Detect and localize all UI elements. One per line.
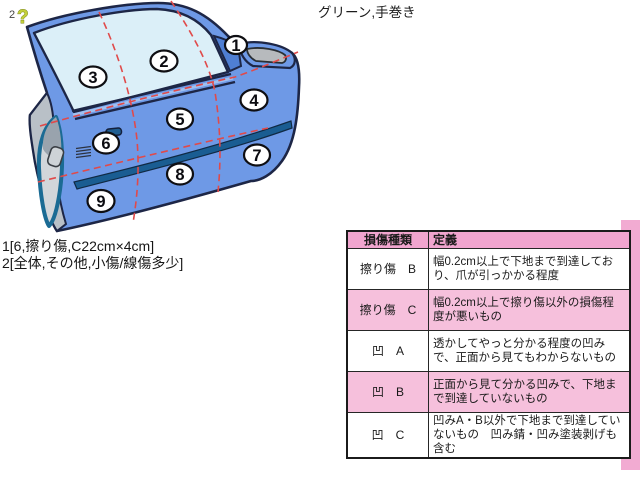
divider-vertical-left [98, 11, 139, 224]
svg-text:5: 5 [175, 111, 184, 129]
zone-marker-4: 4 [239, 88, 269, 112]
definition-cell: 凹みA・B以外で下地まで到達していないもの 凹み錆・凹み塗装剥げも含む [428, 412, 631, 459]
svg-text:6: 6 [101, 135, 110, 153]
divider-molding [37, 127, 269, 183]
table-row: 凹 A 透かしてやっと分かる程度の凹みで、正面から見てもわからないもの [346, 330, 631, 372]
question-mark-icon: ? [17, 7, 29, 28]
damage-annotation-1: 1[6,擦り傷,C22cm×4cm] [2, 238, 155, 254]
damage-type-cell: 凹 A [346, 330, 429, 372]
svg-text:1: 1 [231, 37, 240, 55]
zone-marker-2: 2 [149, 49, 179, 73]
zone-marker-9: 9 [86, 188, 116, 214]
svg-text:3: 3 [88, 69, 97, 87]
definition-cell: 幅0.2cm以上で下地まで到達しており、爪が引っかかる程度 [428, 248, 631, 290]
door-damage-diagram: 2 ? 1 2 3 4 5 6 7 8 9 [9, 0, 301, 233]
zone-marker-6: 6 [91, 131, 121, 155]
table-row: 凹 C 凹みA・B以外で下地まで到達していないもの 凹み錆・凹み塗装剥げも含む [346, 412, 631, 459]
vent-lines [75, 145, 92, 159]
header-damage-type: 損傷種類 [346, 230, 429, 249]
corner-number: 2 [9, 9, 15, 21]
beltline-bottom [74, 80, 236, 121]
definition-cell: 幅0.2cm以上で擦り傷以外の損傷程度が悪いもの [428, 289, 631, 331]
definition-cell: 透かしてやっと分かる程度の凹みで、正面から見てもわからないもの [428, 330, 631, 372]
damage-type-cell: 凹 B [346, 371, 429, 413]
svg-text:4: 4 [249, 92, 259, 110]
definition-cell: 正面から見て分かる凹みで、下地まで到達していないもの [428, 371, 631, 413]
table-row: 擦り傷 C 幅0.2cm以上で擦り傷以外の損傷程度が悪いもの [346, 289, 631, 331]
header-definition: 定義 [428, 230, 631, 249]
svg-text:7: 7 [252, 147, 261, 165]
zone-marker-1: 1 [223, 34, 249, 56]
damage-type-cell: 擦り傷 B [346, 248, 429, 290]
svg-text:2: 2 [159, 53, 168, 71]
zone-markers: 1 2 3 4 5 6 7 8 9 [78, 34, 272, 214]
inner-handle-cutout [46, 146, 65, 168]
mirror-glass [246, 47, 287, 64]
damage-type-cell: 凹 C [346, 412, 429, 459]
door-window [32, 7, 230, 114]
damage-definition-table: 損傷種類 定義 擦り傷 B 幅0.2cm以上で下地まで到達しており、爪が引っかか… [346, 230, 631, 459]
zone-marker-3: 3 [78, 65, 108, 89]
zone-marker-5: 5 [165, 107, 195, 131]
table-row: 擦り傷 B 幅0.2cm以上で下地まで到達しており、爪が引っかかる程度 [346, 248, 631, 290]
damage-type-cell: 擦り傷 C [346, 289, 429, 331]
table-row: 凹 B 正面から見て分かる凹みで、下地まで到達していないもの [346, 371, 631, 413]
side-molding [73, 120, 293, 190]
table-header-row: 損傷種類 定義 [346, 230, 631, 249]
beltline-top [71, 72, 232, 113]
section-divider-dashes [37, 0, 299, 224]
divider-beltline [39, 51, 299, 127]
svg-text:9: 9 [96, 193, 105, 211]
damage-annotations: 1[6,擦り傷,C22cm×4cm] 2[全体,その他,小傷/線傷多少] [2, 238, 183, 272]
damage-annotation-2: 2[全体,その他,小傷/線傷多少] [2, 255, 184, 271]
divider-vertical-right [170, 0, 221, 193]
zone-marker-7: 7 [242, 143, 272, 167]
svg-text:8: 8 [175, 166, 184, 184]
color-transmission-note: グリーン,手巻き [318, 5, 416, 20]
zone-marker-8: 8 [165, 162, 195, 186]
